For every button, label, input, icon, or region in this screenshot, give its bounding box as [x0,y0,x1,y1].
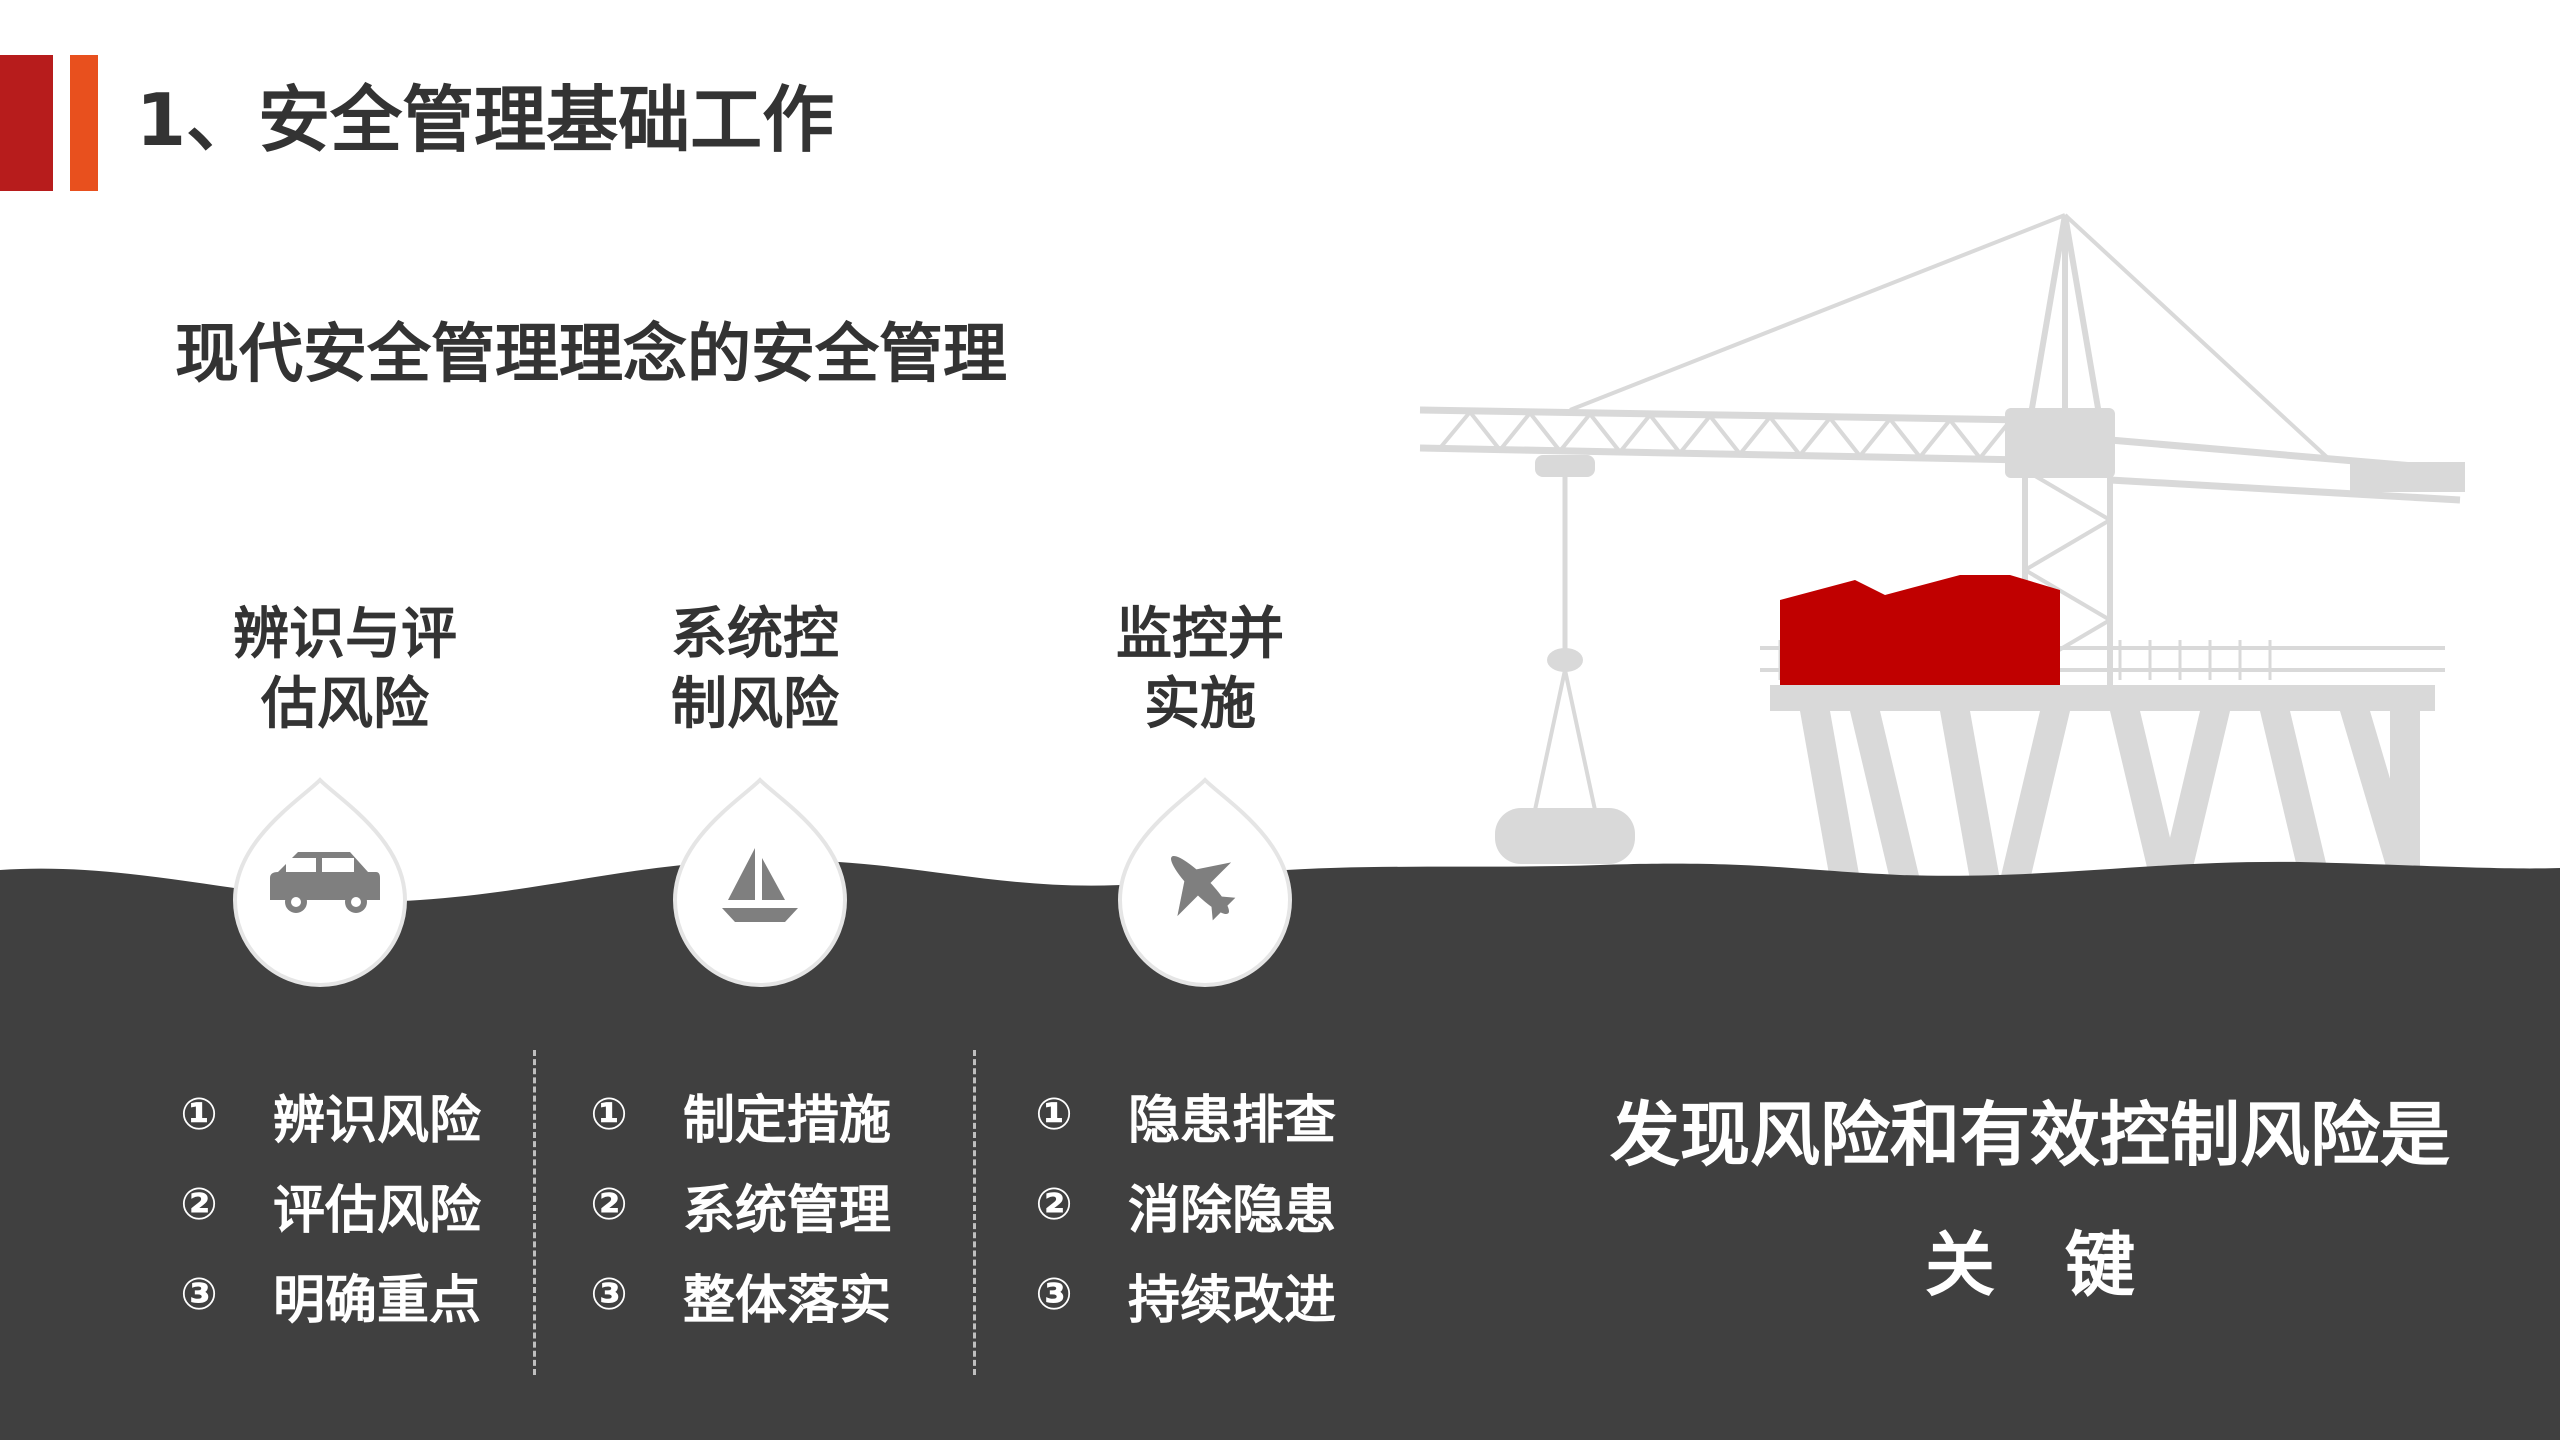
drop-badge-2 [672,777,848,987]
list-text: 评估风险 [273,1180,482,1241]
pillar-heading-control: 系统控 制风险 [605,600,905,740]
section-subtitle: 现代安全管理理念的安全管理 [175,318,1007,392]
pillar-heading-line: 辨识与评 [233,602,457,667]
column-divider [973,1050,976,1375]
pillar-heading-line: 估风险 [261,672,429,737]
list-text: 消除隐患 [1128,1180,1337,1241]
conclusion-line: 关 键 [1925,1224,2135,1306]
list-number: ① [590,1089,628,1140]
list-number: ② [590,1179,628,1230]
conclusion-line: 发现风险和有效控制风险是 [1610,1094,2450,1176]
list-number: ② [180,1179,218,1230]
list-number: ③ [180,1269,218,1320]
list-number: ① [180,1089,218,1140]
pillar-heading-line: 系统控 [671,602,839,667]
list-item: ① 制定措施 [585,1075,891,1155]
list-item: ② 系统管理 [585,1165,891,1245]
header-accent-bar-light [70,55,98,191]
pillar-heading-identify: 辨识与评 估风险 [195,600,495,740]
list-text: 持续改进 [1128,1270,1337,1331]
list-text: 辨识风险 [273,1090,482,1151]
pillar-heading-line: 制风险 [671,672,839,737]
platform-structure [1770,685,2435,880]
list-text: 明确重点 [273,1270,482,1331]
list-text: 整体落实 [683,1270,892,1331]
list-item: ① 辨识风险 [175,1075,481,1155]
list-item: ③ 明确重点 [175,1255,481,1335]
list-text: 系统管理 [683,1180,892,1241]
list-text: 制定措施 [683,1090,892,1151]
page-title: 1、安全管理基础工作 [136,78,835,162]
list-number: ① [1035,1089,1073,1140]
column-divider [533,1050,536,1375]
sailboat-icon [722,848,798,922]
conclusion-text: 发现风险和有效控制风险是 关 键 [1570,1070,2490,1330]
list-number: ③ [590,1269,628,1320]
red-building [1780,575,2060,700]
list-text: 隐患排查 [1128,1090,1337,1151]
pillar-heading-monitor: 监控并 实施 [1050,600,1350,740]
list-number: ③ [1035,1269,1073,1320]
list-item: ③ 整体落实 [585,1255,891,1335]
pillar-heading-line: 监控并 [1116,602,1284,667]
list-number: ② [1035,1179,1073,1230]
crane-graphic [1419,213,2461,811]
car-icon [270,852,380,913]
list-item: ② 消除隐患 [1030,1165,1336,1245]
pillar-heading-line: 实施 [1144,672,1256,737]
sea-wave [0,860,2560,1440]
list-item: ① 隐患排查 [1030,1075,1336,1155]
list-item: ② 评估风险 [175,1165,481,1245]
list-item: ③ 持续改进 [1030,1255,1336,1335]
header-accent-bar-dark [0,55,53,191]
